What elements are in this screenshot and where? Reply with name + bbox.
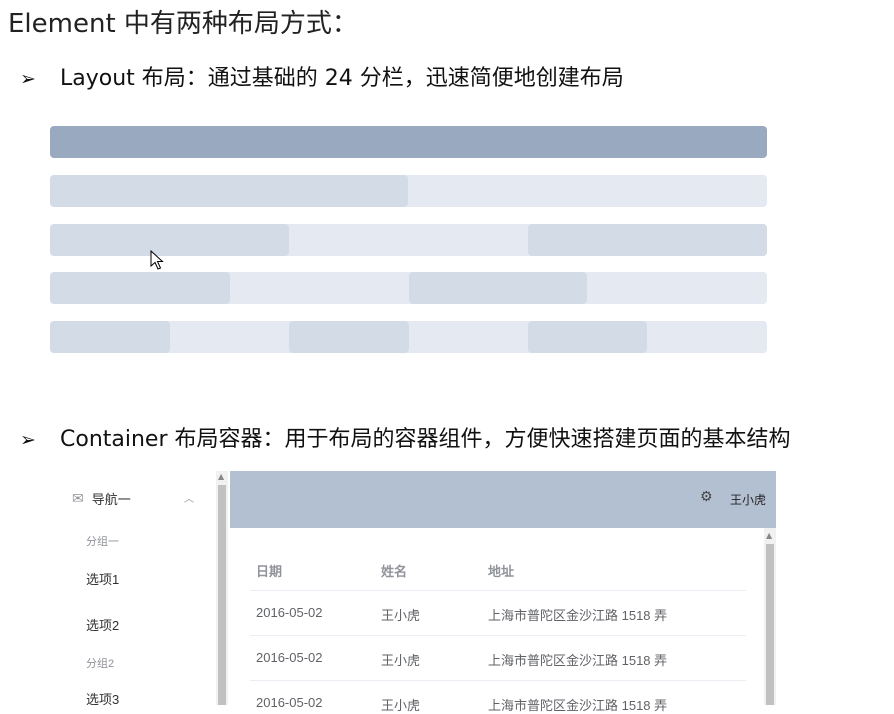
- header-bar: ⚙ 王小虎: [230, 471, 776, 528]
- layout-row-4: [50, 321, 767, 353]
- menu-group-label: 分组一: [86, 536, 119, 548]
- mail-icon: ✉: [72, 490, 84, 506]
- mouse-cursor-icon: [150, 249, 164, 270]
- main-table: 日期 姓名 地址 2016-05-02 王小虎 上海市普陀区金沙江路 1518 …: [230, 528, 764, 713]
- gear-icon[interactable]: ⚙: [700, 489, 713, 505]
- cell-address: 上海市普陀区金沙江路 1518 弄: [488, 608, 668, 623]
- layout-row-24: [50, 126, 767, 158]
- column-header-name: 姓名: [381, 564, 408, 579]
- column-header-address: 地址: [488, 564, 515, 579]
- bullet-arrow-icon: ➢: [20, 429, 36, 451]
- layout-col: [50, 321, 170, 353]
- chevron-up-icon[interactable]: ︿: [184, 494, 194, 505]
- layout-row-6: [50, 272, 767, 304]
- scroll-up-icon[interactable]: ▲: [218, 472, 225, 481]
- column-header-date: 日期: [256, 564, 283, 579]
- layout-col: [528, 224, 767, 256]
- aside-scrollbar[interactable]: ▲: [216, 471, 228, 705]
- layout-col: [50, 175, 408, 207]
- scrollbar-thumb[interactable]: [218, 485, 226, 705]
- layout-col: [528, 321, 647, 353]
- menu-group-label: 分组2: [86, 658, 115, 670]
- container-bullet-text: Container 布局容器：用于布局的容器组件，方便快速搭建页面的基本结构: [60, 427, 791, 452]
- page-title: Element 中有两种布局方式：: [8, 9, 358, 39]
- layout-col: [50, 224, 289, 256]
- cell-name: 王小虎: [381, 653, 421, 668]
- menu-item-option3[interactable]: 选项3: [86, 692, 120, 707]
- cell-address: 上海市普陀区金沙江路 1518 弄: [488, 698, 668, 713]
- table-divider: [250, 635, 746, 636]
- scrollbar-thumb[interactable]: [766, 544, 774, 705]
- cell-date: 2016-05-02: [256, 695, 323, 710]
- layout-col: [409, 272, 587, 304]
- menu-item-option1[interactable]: 选项1: [86, 572, 120, 587]
- bullet-arrow-icon: ➢: [20, 68, 36, 90]
- user-name: 王小虎: [730, 493, 767, 507]
- cell-date: 2016-05-02: [256, 605, 323, 620]
- menu-item-option2[interactable]: 选项2: [86, 618, 120, 633]
- submenu-title-label: 导航一: [91, 492, 131, 507]
- aside-menu: ✉ 导航一 ︿ 分组一 选项1 选项2 分组2 选项3: [50, 471, 216, 707]
- cell-name: 王小虎: [381, 608, 421, 623]
- layout-row-12: [50, 175, 767, 207]
- cell-name: 王小虎: [381, 698, 421, 713]
- submenu-title[interactable]: ✉ 导航一: [72, 489, 131, 508]
- scroll-up-icon[interactable]: ▲: [766, 531, 773, 540]
- cell-date: 2016-05-02: [256, 650, 323, 665]
- table-divider: [250, 590, 746, 591]
- main-scrollbar[interactable]: ▲: [764, 528, 776, 705]
- layout-bullet-text: Layout 布局：通过基础的 24 分栏，迅速简便地创建布局: [60, 66, 624, 91]
- layout-col: [289, 321, 409, 353]
- layout-row-8: [50, 224, 767, 256]
- table-divider: [250, 680, 746, 681]
- cell-address: 上海市普陀区金沙江路 1518 弄: [488, 653, 668, 668]
- container-demo: ✉ 导航一 ︿ 分组一 选项1 选项2 分组2 选项3 ▲ ⚙ 王小虎 日期 姓…: [50, 471, 776, 713]
- layout-col: [50, 272, 230, 304]
